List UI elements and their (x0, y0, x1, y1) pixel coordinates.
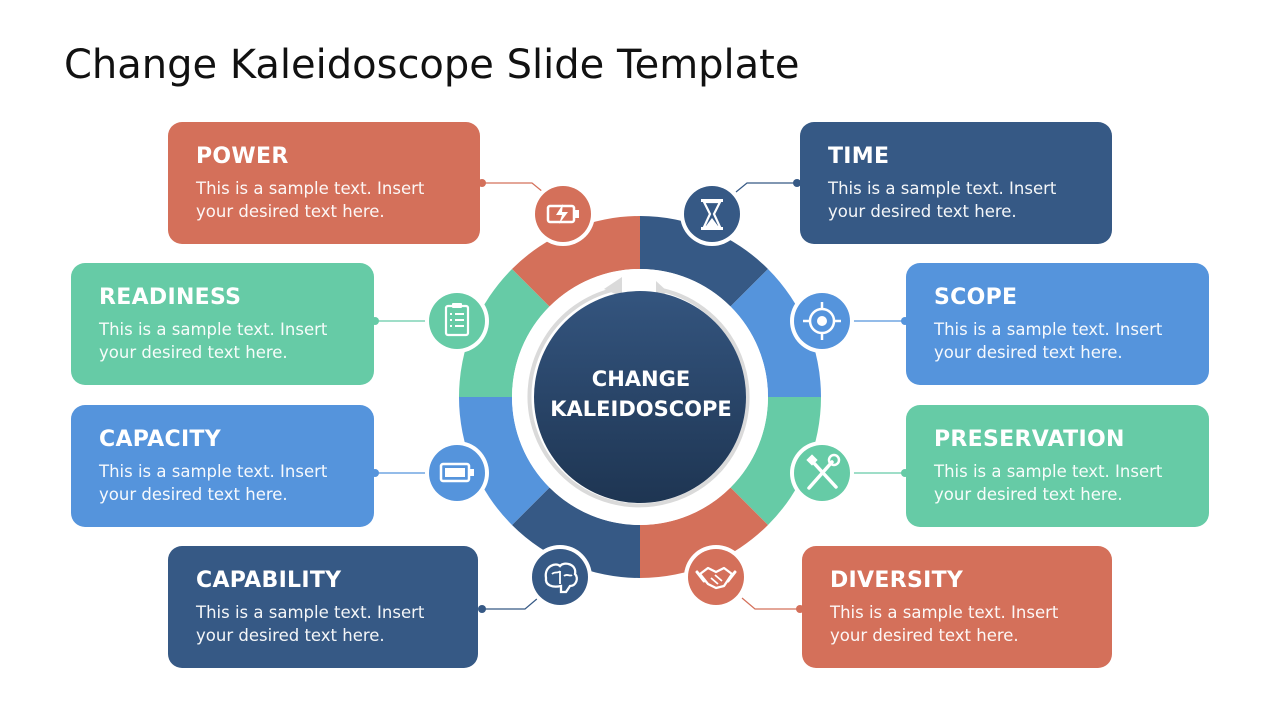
ring-segment-time (640, 216, 768, 307)
cycle-arrows (527, 288, 750, 508)
card-capacity: CAPACITY This is a sample text. Insert y… (71, 405, 374, 527)
card-title: PRESERVATION (934, 427, 1125, 452)
ring-segment-preservation (730, 397, 821, 525)
connectors (375, 182, 905, 610)
hourglass-icon (680, 182, 744, 246)
card-title: READINESS (99, 285, 242, 310)
card-time: TIME This is a sample text. Insert your … (800, 122, 1112, 244)
ring-segment-diversity (640, 487, 768, 578)
card-text: This is a sample text. Insert your desir… (934, 462, 1163, 504)
center-label: CHANGE KALEIDOSCOPE (550, 367, 732, 421)
card-power: POWER This is a sample text. Insert your… (168, 122, 480, 244)
ring-segment-power (512, 216, 640, 307)
ring-segment-capacity (459, 397, 550, 525)
ring-segment-scope (730, 269, 821, 397)
card-title: CAPACITY (99, 427, 221, 452)
card-title: CAPABILITY (196, 568, 342, 593)
card-text: This is a sample text. Insert your desir… (830, 603, 1059, 645)
cycle-arrowhead (604, 277, 622, 297)
target-icon (790, 289, 854, 353)
ring-segment-readiness (459, 269, 550, 397)
card-text: This is a sample text. Insert your desir… (934, 320, 1163, 362)
card-preservation: PRESERVATION This is a sample text. Inse… (906, 405, 1209, 527)
ring (459, 216, 821, 578)
card-title: DIVERSITY (830, 568, 964, 593)
card-readiness: READINESS This is a sample text. Insert … (71, 263, 374, 385)
clipboard-checklist-icon (425, 289, 489, 353)
slide-title: Change Kaleidoscope Slide Template (64, 42, 800, 88)
card-text: This is a sample text. Insert your desir… (196, 179, 425, 221)
card-text: This is a sample text. Insert your desir… (828, 179, 1057, 221)
card-text: This is a sample text. Insert your desir… (99, 462, 328, 504)
handshake-icon (684, 545, 748, 609)
card-diversity: DIVERSITY This is a sample text. Insert … (802, 546, 1112, 668)
card-title: POWER (196, 144, 289, 169)
card-title: TIME (828, 144, 890, 169)
battery-charging-icon (531, 182, 595, 246)
ring-segment-capability (512, 487, 640, 578)
card-capability: CAPABILITY This is a sample text. Insert… (168, 546, 478, 668)
card-text: This is a sample text. Insert your desir… (196, 603, 425, 645)
brain-icon (528, 545, 592, 609)
card-scope: SCOPE This is a sample text. Insert your… (906, 263, 1209, 385)
battery-icon (425, 441, 489, 505)
card-text: This is a sample text. Insert your desir… (99, 320, 328, 362)
tools-icon (790, 441, 854, 505)
center-circle (534, 291, 746, 503)
card-title: SCOPE (934, 285, 1018, 310)
